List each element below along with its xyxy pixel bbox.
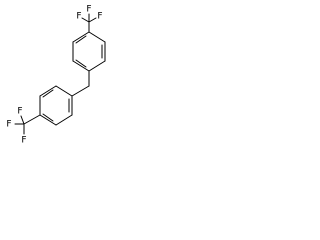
atom-f-bottom-up: F xyxy=(17,107,22,117)
bottom-ring-bond-6 xyxy=(55,85,73,97)
bond-top-c-f-right xyxy=(88,17,97,23)
top-ring-bond-3 xyxy=(88,60,106,72)
bottom-benzene-ring xyxy=(39,85,73,126)
bottom-ring-bond-3 xyxy=(39,114,57,126)
bond-bottom-ring-cf3 xyxy=(23,114,41,125)
chemical-structure: F F F F F xyxy=(6,5,106,146)
bottom-cf3-group: F F F xyxy=(6,107,41,146)
bond-top-c-f-left xyxy=(81,17,90,23)
top-cf3-group: F F F xyxy=(76,5,103,33)
top-ring-double-3 xyxy=(75,35,87,44)
top-ring-bond-1 xyxy=(88,31,106,43)
atom-f-bottom-down: F xyxy=(21,136,26,146)
atom-f-top-right: F xyxy=(97,12,102,22)
methylene-bridge xyxy=(71,70,90,97)
atom-f-bottom-left: F xyxy=(6,120,11,130)
top-ring-bond-4 xyxy=(72,60,90,72)
bottom-ring-bond-5 xyxy=(39,85,57,97)
bottom-ring-bond-2 xyxy=(55,114,73,126)
top-ring-bond-6 xyxy=(72,31,90,43)
bottom-ring-double-2 xyxy=(42,113,54,122)
top-ring-double-2 xyxy=(75,59,87,68)
top-benzene-ring xyxy=(72,31,106,72)
bond-ch2-bottom-ring xyxy=(71,85,90,97)
atom-f-top-left: F xyxy=(76,12,81,22)
bond-bottom-c-f-up xyxy=(20,115,25,125)
bottom-ring-double-3 xyxy=(42,89,54,98)
atom-f-top-up: F xyxy=(86,5,91,15)
